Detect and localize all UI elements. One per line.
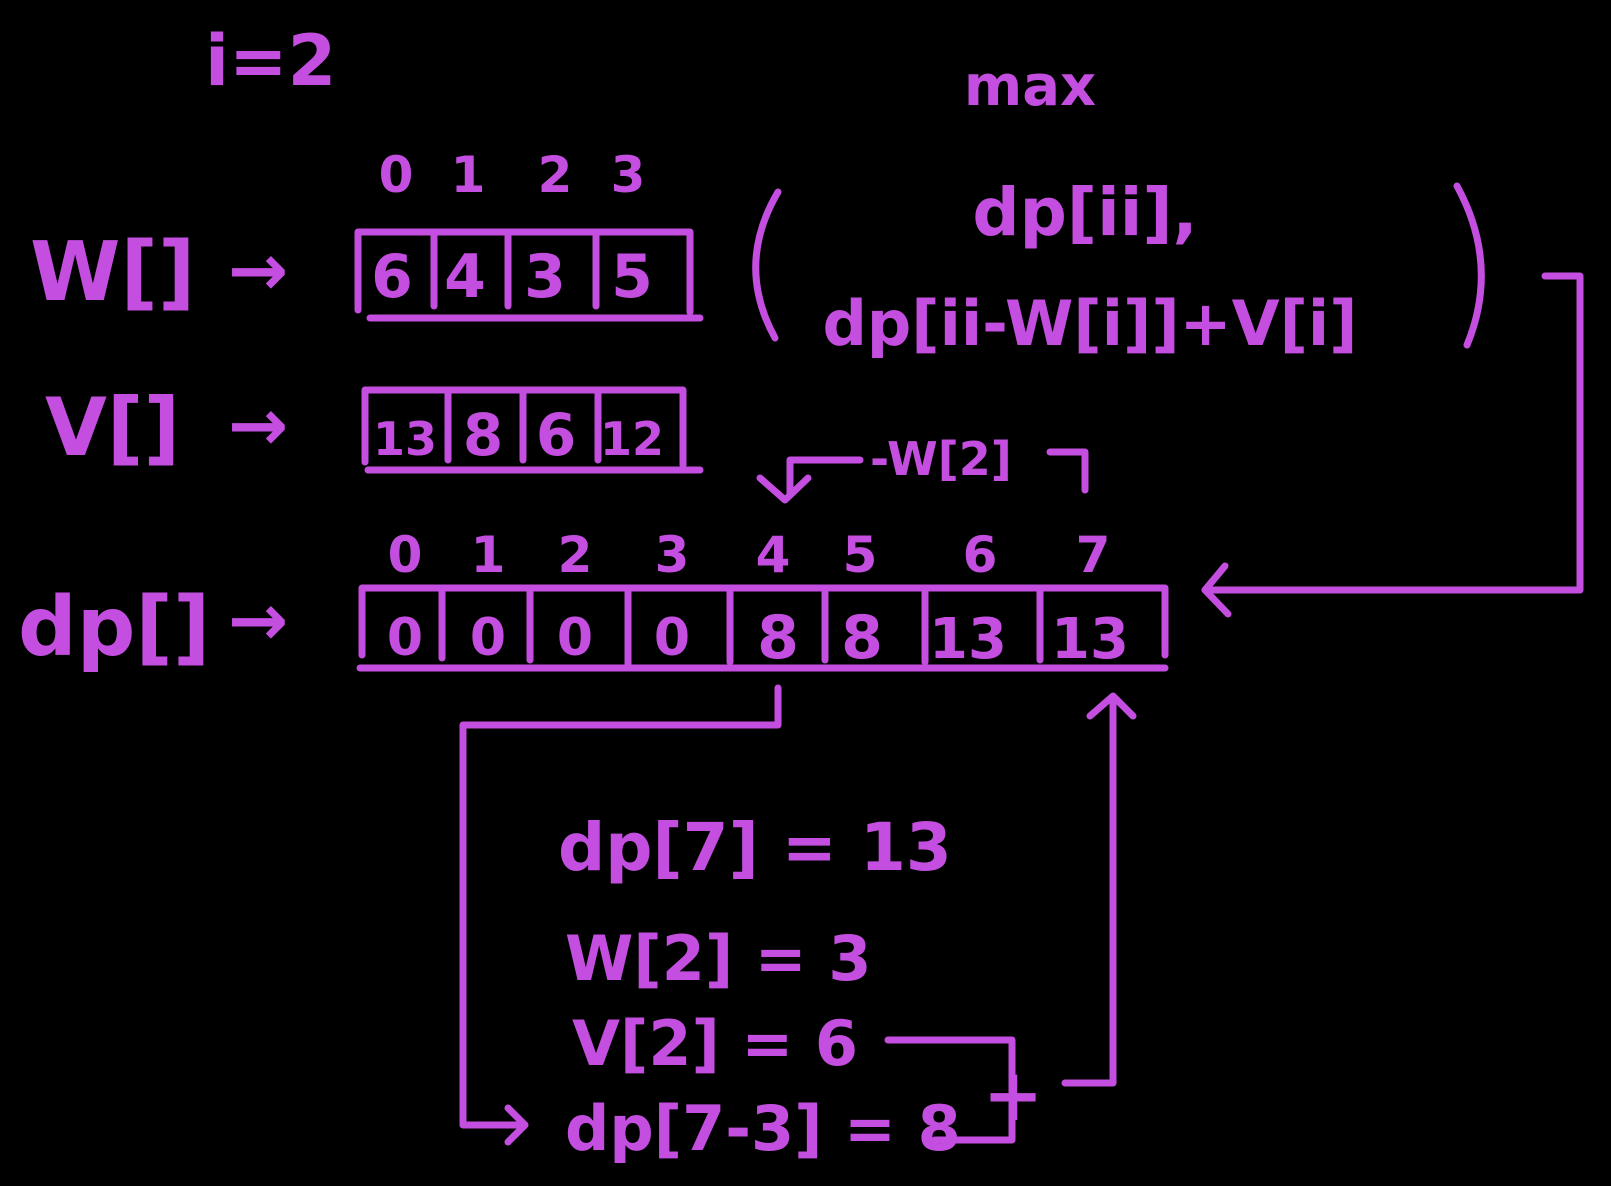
weights-value-2: 3 [524,242,566,312]
formula-max: max [964,54,1096,119]
weights-value-1: 4 [444,242,486,312]
formula-term2: dp[ii-W[i]]+V[i] [822,287,1357,360]
values-arrow: → [228,383,288,467]
dp-value-3: 0 [654,608,690,668]
weights-index-3: 3 [611,146,646,204]
formula-close-paren [1453,182,1485,349]
weights-value-0: 6 [371,242,413,312]
dp-value-4: 8 [757,603,799,673]
sum-to-dp-arrow [1061,694,1117,1087]
result-arrow [1201,272,1584,594]
offset-arrow-head [756,474,812,504]
dp-value-6: 13 [929,607,1007,672]
dp-index-3: 3 [655,526,690,584]
formula-term1: dp[ii], [972,174,1197,251]
result-arrow-head [1201,562,1232,618]
values-array-box [361,386,704,474]
weights-array-box [354,228,704,322]
weights-index-0: 0 [379,146,414,204]
values-value-1: 8 [463,401,503,469]
dp-value-1: 0 [470,608,506,668]
values-value-2: 6 [536,401,576,469]
iteration-label: i=2 [205,20,336,102]
dp-index-1: 1 [471,526,506,584]
calc-line-3: dp[7-3] = 8 [565,1092,961,1165]
dp-index-5: 5 [843,526,878,584]
weights-index-2: 2 [538,146,573,204]
calc-line-0: dp[7] = 13 [558,809,952,886]
values-value-3: 12 [600,412,664,466]
values-label: V[] [45,381,180,474]
dp-value-2: 0 [557,608,593,668]
dp-value-0: 0 [387,608,423,668]
dp-value-7: 13 [1051,607,1129,672]
weights-value-3: 5 [611,242,653,312]
lookup-arrow-head [504,1104,529,1146]
formula-open-paren [752,188,782,342]
dp-label: dp[] [18,580,210,675]
dp-array-box [356,584,1169,672]
offset-arrow [1046,448,1089,494]
weights-index-1: 1 [451,146,486,204]
offset-arrow-line [786,456,864,499]
sum-to-dp-arrow-head [1086,692,1137,720]
offset-label: -W[2] [870,432,1012,486]
dp-index-7: 7 [1076,526,1111,584]
dp-index-6: 6 [963,526,998,584]
lookup-arrow [459,684,782,1129]
dp-arrow: → [228,578,288,662]
dp-index-2: 2 [558,526,593,584]
weights-arrow: → [228,228,288,312]
dp-index-4: 4 [756,526,791,584]
weights-label: W[] [30,225,195,320]
values-value-0: 13 [373,412,437,466]
sum-bracket [884,1036,1016,1144]
dp-value-5: 8 [841,603,883,673]
calc-line-1: W[2] = 3 [565,922,871,995]
dp-index-0: 0 [388,526,423,584]
calc-line-2: V[2] = 6 [572,1007,858,1080]
